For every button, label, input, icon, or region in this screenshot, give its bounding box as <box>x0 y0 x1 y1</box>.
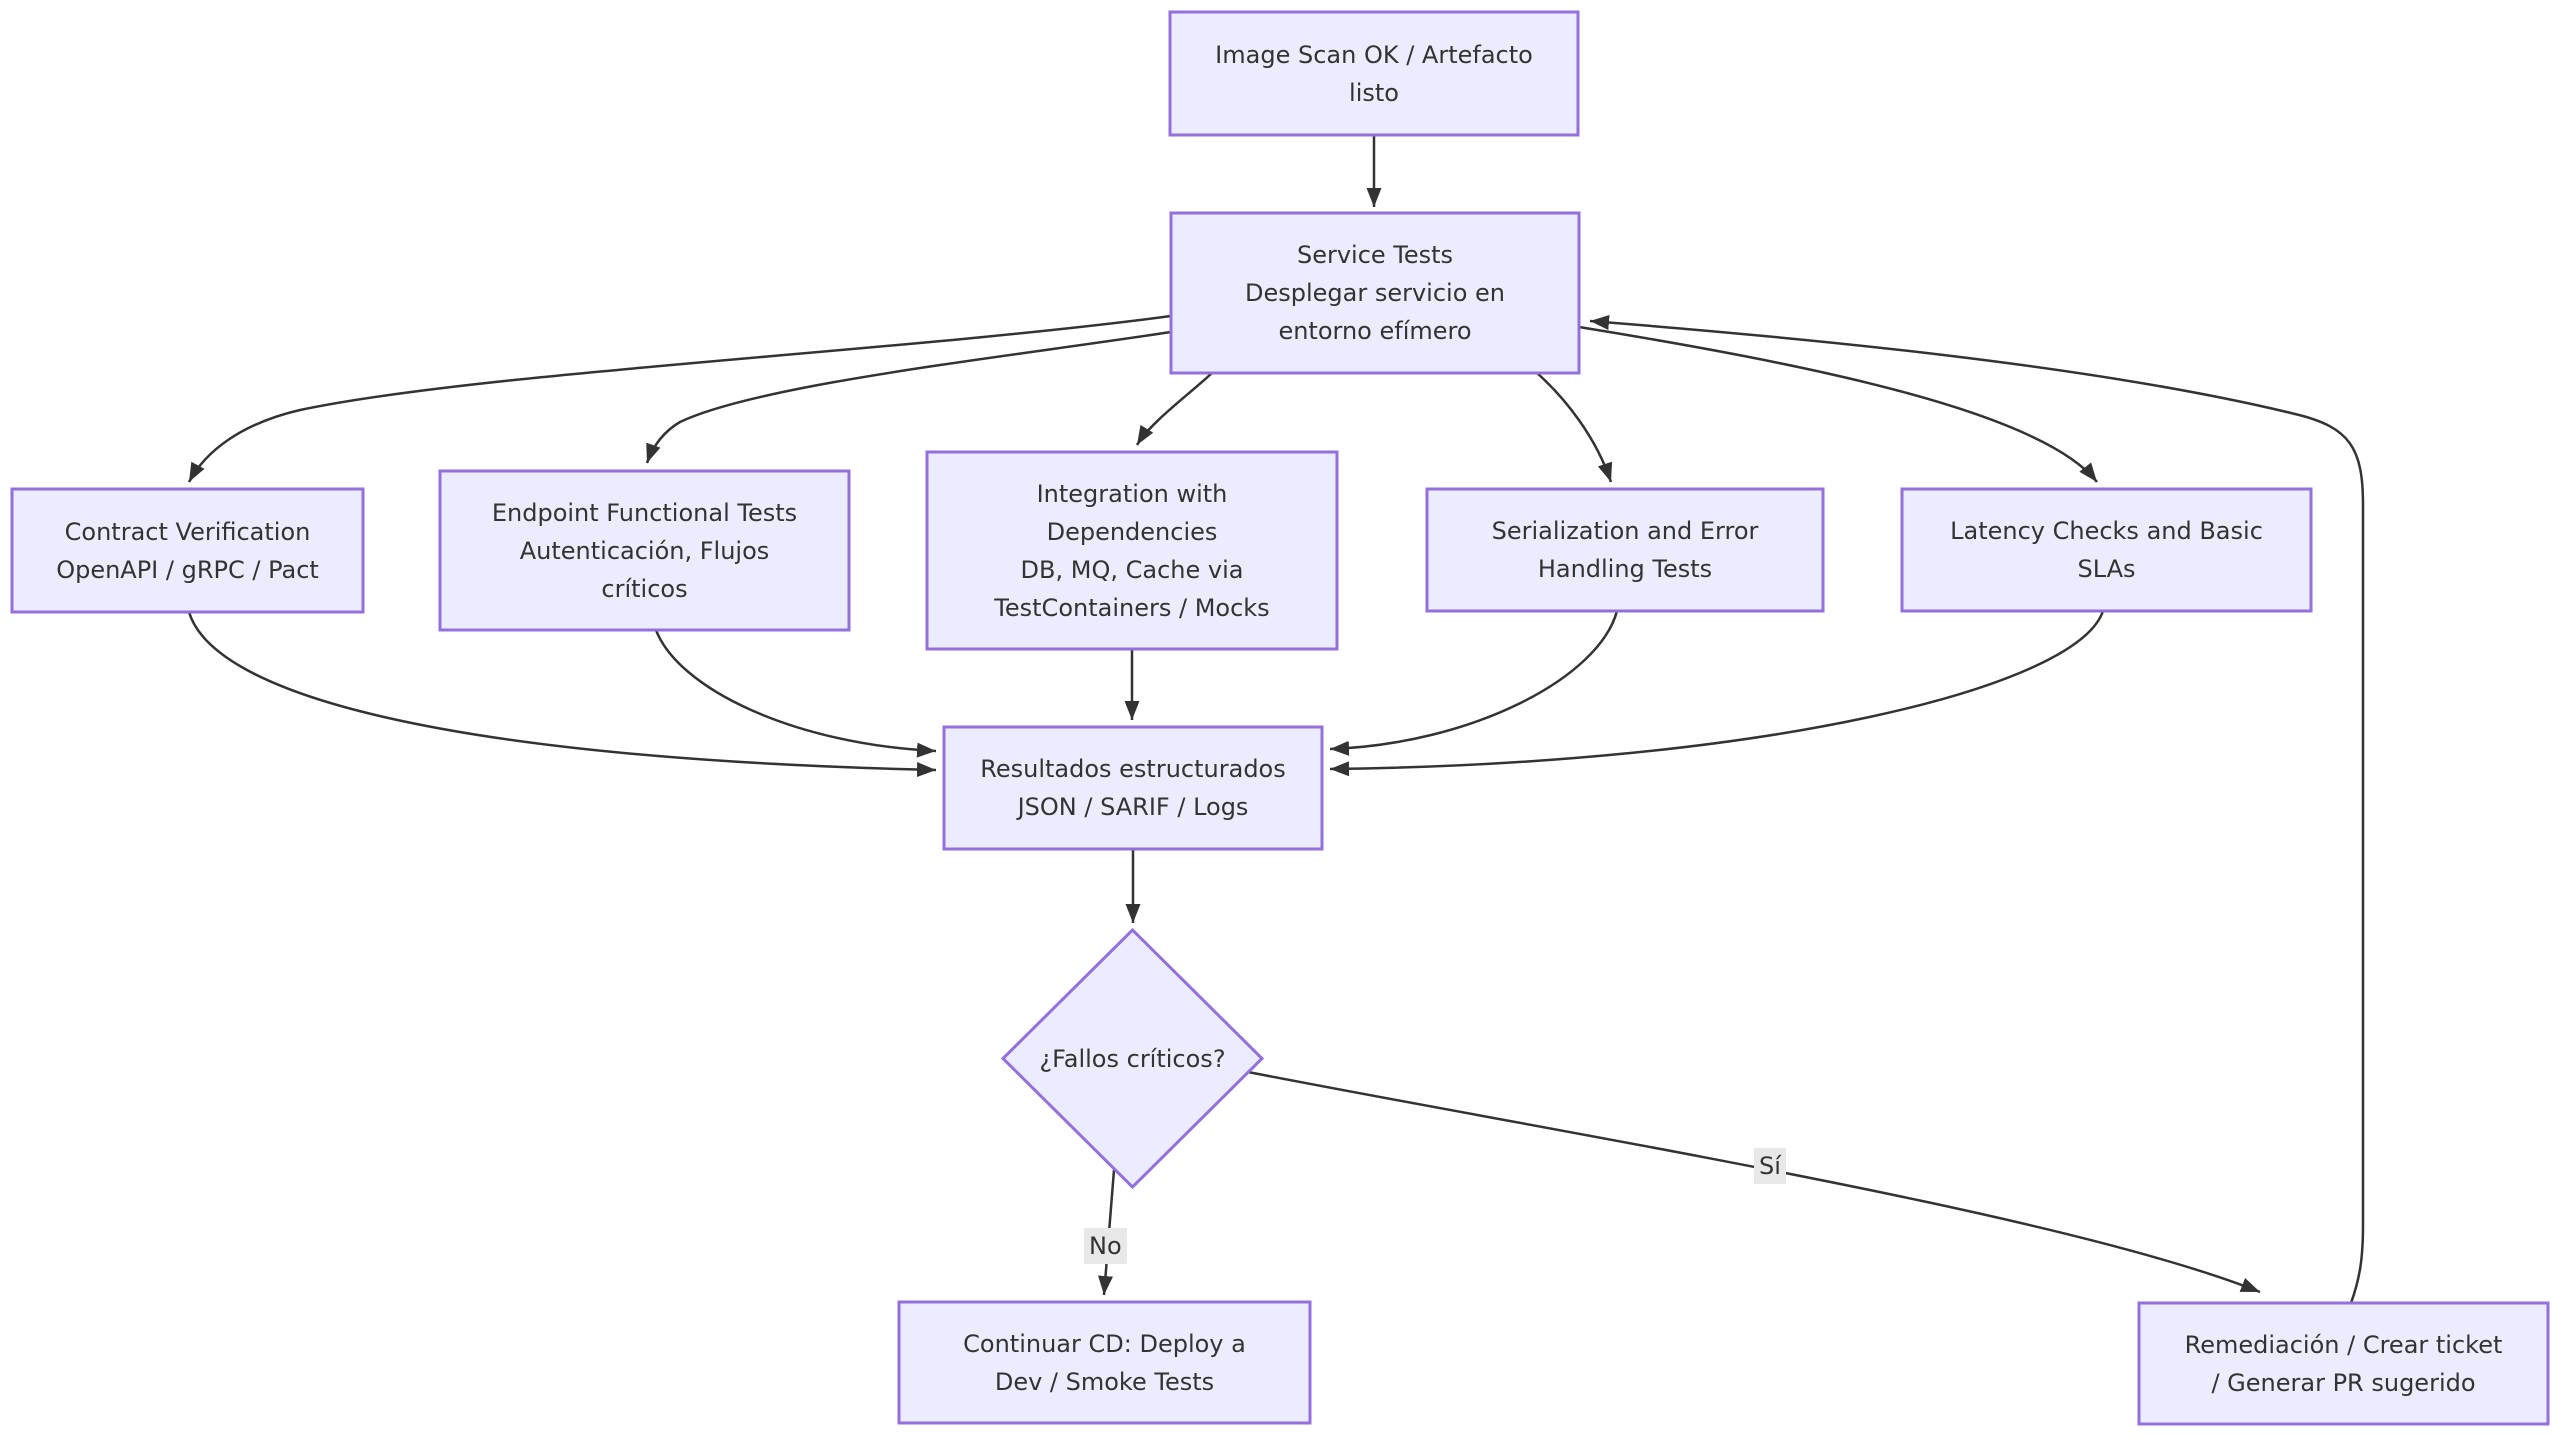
edge-decision-to-remediacion-si <box>1247 1070 2261 1294</box>
node-remediacion-shape <box>2137 1301 2550 1426</box>
node-resultados-shape <box>942 725 1324 851</box>
node-endpoint-functional-shape <box>438 469 851 632</box>
node-fallos-criticos-diamond-shape <box>1000 927 1265 1190</box>
edge-serialization-to-resultados <box>1329 610 1619 756</box>
edge-endpoint-to-resultados <box>654 629 937 758</box>
node-image-scan-shape <box>1168 10 1580 137</box>
edge-servicetests-to-serialization <box>1536 372 1613 483</box>
node-service-tests-shape <box>1169 211 1581 375</box>
edge-latency-to-resultados <box>1329 610 2105 777</box>
node-latency-checks-shape <box>1900 487 2313 613</box>
node-contract-verification-shape <box>10 487 365 614</box>
edge-servicetests-to-endpoint <box>645 330 1172 464</box>
edge-remediacion-to-servicetests-loop <box>1589 315 2365 1304</box>
edge-servicetests-to-latency <box>1578 325 2098 483</box>
node-serialization-error-shape <box>1425 487 1825 613</box>
edge-contract-to-resultados <box>187 611 937 778</box>
edge-servicetests-to-integration <box>1135 372 1213 446</box>
edge-decision-to-continuar-no <box>1098 1169 1116 1296</box>
node-continuar-cd-shape <box>897 1300 1312 1425</box>
edge-servicetests-to-contract <box>187 314 1172 483</box>
node-integration-deps-shape <box>925 450 1339 651</box>
